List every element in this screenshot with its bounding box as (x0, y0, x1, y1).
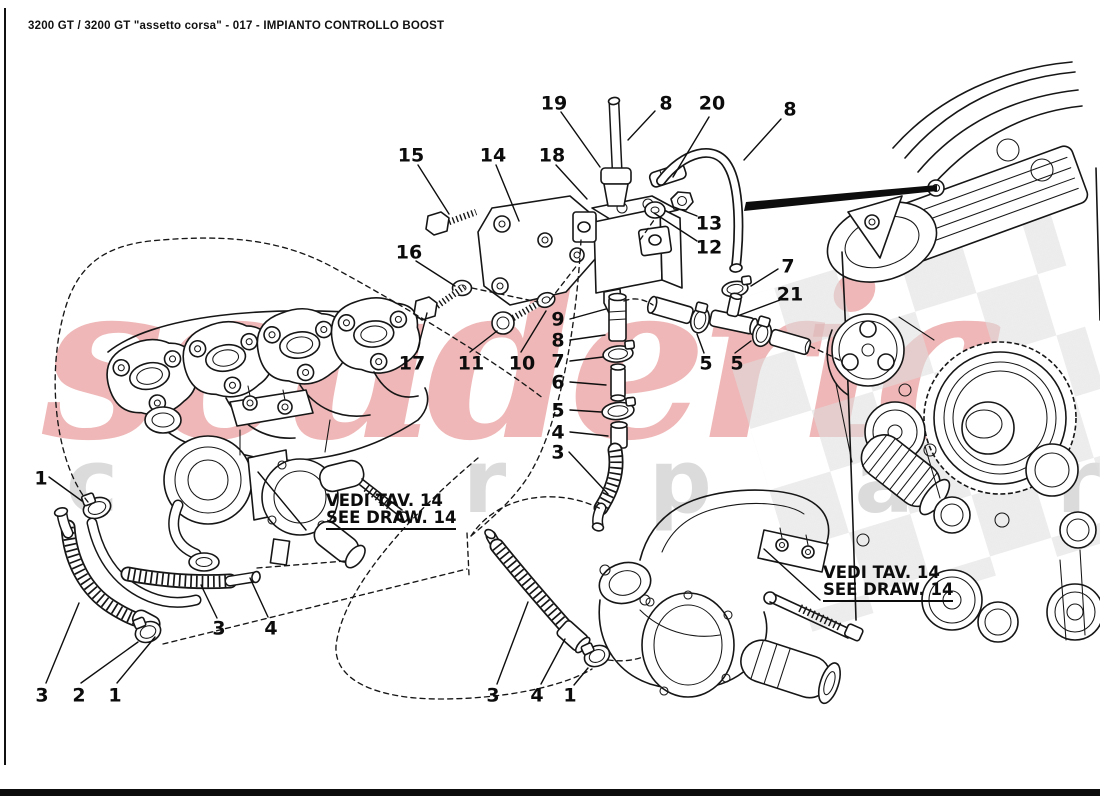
callout-17-19: 17 (398, 352, 426, 375)
bottom-border-bar (0, 789, 1100, 796)
callout-5-22: 5 (699, 352, 713, 375)
hose-clamp-5-mid (601, 396, 637, 421)
callout-16-9: 16 (395, 241, 423, 264)
callout-4-26: 4 (264, 617, 278, 640)
callout-8-1: 8 (659, 92, 673, 115)
callout-4-17: 4 (551, 421, 565, 444)
callout-15-4: 15 (397, 144, 425, 167)
callout-6-15: 6 (551, 371, 565, 394)
fitting-column (591, 292, 637, 532)
callout-leader-lines (45, 110, 821, 686)
callout-1-29: 1 (108, 684, 122, 707)
bottom-left-hoses (53, 506, 261, 644)
callout-8-13: 8 (551, 329, 565, 352)
callout-1-32: 1 (563, 684, 577, 707)
hose-clamp-7 (721, 275, 752, 298)
routing-dashed-lines (54, 219, 842, 700)
callout-18-6: 18 (538, 144, 566, 167)
drawing-title: 3200 GT / 3200 GT "assetto corsa" - 017 … (28, 20, 445, 32)
callout-4-31: 4 (530, 684, 544, 707)
callout-12-8: 12 (695, 236, 723, 259)
see-draw-note-right-line2: SEE DRAW. 14 (823, 580, 954, 600)
hose-clamp-5-a (689, 301, 711, 334)
see-draw-note-left-line1: VEDI TAV. 14 (326, 491, 443, 510)
hose-clamp-1-bottom (580, 642, 611, 668)
exhaust-manifold-turbo-left (80, 297, 429, 572)
callout-8-3: 8 (783, 98, 797, 121)
callout-3-30: 3 (486, 684, 500, 707)
callout-3-18: 3 (551, 441, 565, 464)
hose-clamp-1-left (80, 492, 112, 520)
callout-1-24: 1 (34, 467, 48, 490)
callout-14-5: 14 (479, 144, 507, 167)
callout-13-7: 13 (695, 212, 723, 235)
callout-2-28: 2 (72, 684, 86, 707)
callout-3-25: 3 (212, 617, 226, 640)
callout-21-11: 21 (776, 283, 804, 306)
callout-20-2: 20 (698, 92, 726, 115)
callout-11-20: 11 (457, 352, 485, 375)
callout-9-12: 9 (551, 308, 565, 331)
engine-assembly (826, 61, 1100, 643)
callout-7-10: 7 (781, 255, 795, 278)
callout-5-23: 5 (730, 352, 744, 375)
see-draw-note-left: VEDI TAV. 14 SEE DRAW. 14 (326, 491, 457, 531)
callout-19-0: 19 (540, 92, 568, 115)
hose-clamp-7-mid (602, 339, 636, 363)
see-draw-note-left-line2: SEE DRAW. 14 (326, 508, 457, 528)
callout-3-27: 3 (35, 684, 49, 707)
left-border-rule (4, 8, 6, 765)
hose-clamp-5-b (751, 315, 773, 348)
manifold-turbo-bottom (484, 489, 864, 705)
callout-5-16: 5 (551, 399, 565, 422)
t-fitting-hose-assembly (646, 292, 812, 356)
see-draw-note-right-line1: VEDI TAV. 14 (823, 563, 940, 582)
callout-7-14: 7 (551, 350, 565, 373)
pointer-arrow (744, 185, 937, 211)
see-draw-note-right: VEDI TAV. 14 SEE DRAW. 14 (823, 563, 954, 603)
callout-10-21: 10 (508, 352, 536, 375)
